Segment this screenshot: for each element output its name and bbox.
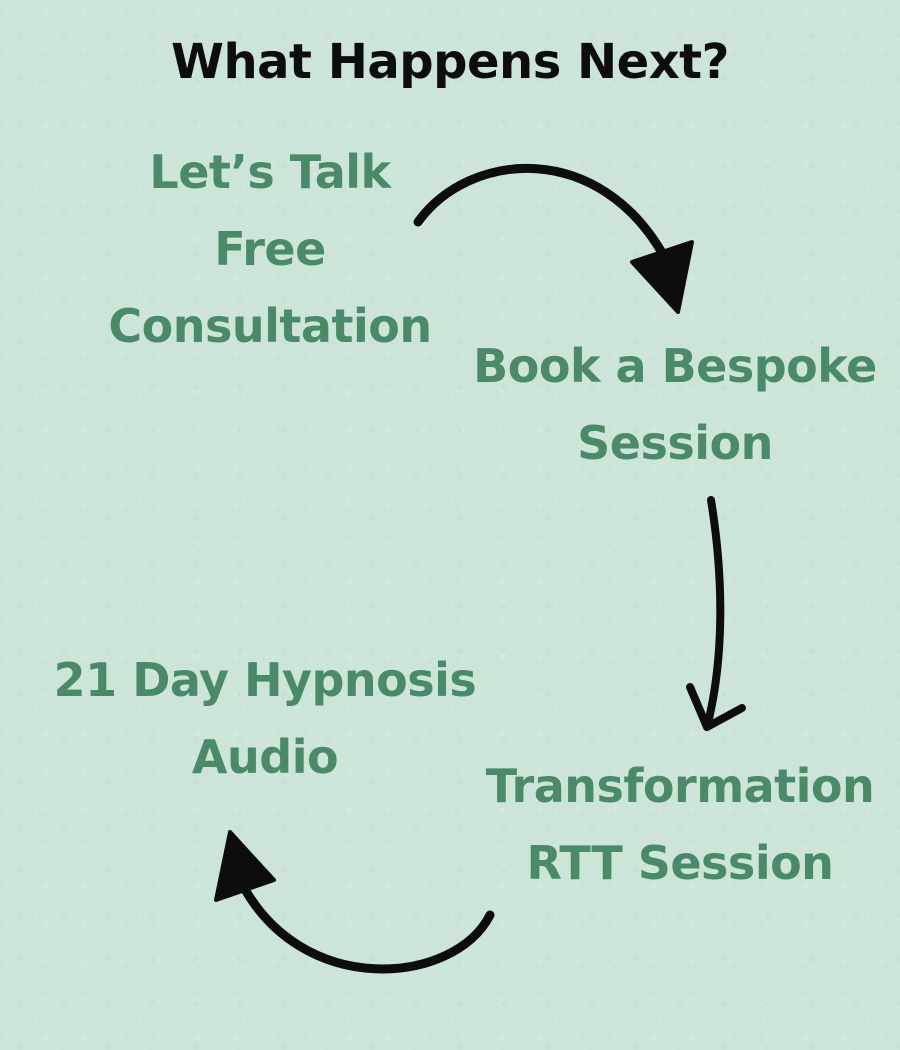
step-line: Session [577,416,773,470]
step-line: RTT Session [526,836,834,890]
step-line: Consultation [108,299,432,353]
step-book-session: Book a Bespoke Session [455,328,895,482]
step-transformation: Transformation RTT Session [470,748,890,902]
curved-return-arrow-icon [214,830,495,974]
step-line: Free [214,222,326,276]
down-arrow-icon [686,496,746,731]
page-title: What Happens Next? [171,34,729,90]
step-line: Audio [191,730,339,784]
step-lets-talk: Let’s Talk Free Consultation [60,134,480,365]
step-line: 21 Day Hypnosis [53,653,477,707]
step-line: Book a Bespoke [473,339,877,393]
step-line: Let’s Talk [149,145,391,199]
step-hypnosis-audio: 21 Day Hypnosis Audio [40,642,490,796]
step-line: Transformation [485,759,875,813]
